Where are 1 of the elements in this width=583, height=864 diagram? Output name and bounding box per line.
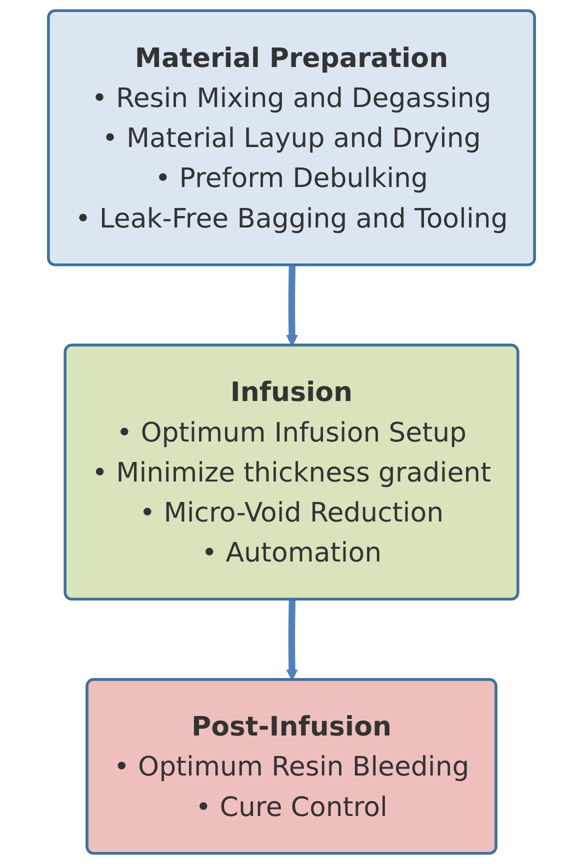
arrow bbox=[286, 265, 298, 346]
